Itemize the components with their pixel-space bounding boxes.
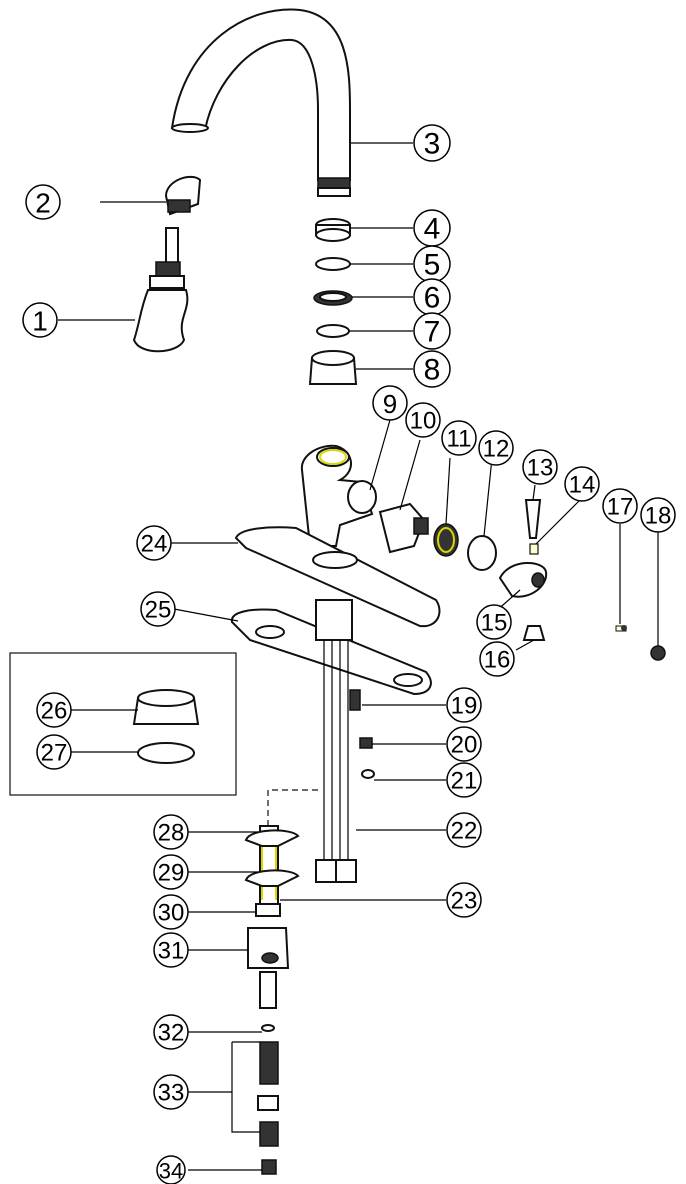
callout-13: 13 [522, 449, 558, 485]
callout-8: 8 [413, 350, 451, 388]
callout-26: 26 [36, 692, 72, 728]
svg-text:4: 4 [424, 213, 441, 246]
svg-text:18: 18 [645, 503, 672, 530]
svg-text:15: 15 [481, 610, 508, 637]
svg-text:12: 12 [483, 436, 510, 463]
callout-27: 27 [36, 734, 72, 770]
callout-16: 16 [479, 641, 515, 677]
callout-28: 28 [153, 814, 189, 850]
callout-6: 6 [413, 278, 451, 316]
svg-text:13: 13 [527, 455, 554, 482]
hose-connector-assembly [257, 1024, 279, 1175]
svg-text:19: 19 [451, 693, 478, 720]
inset-box [9, 652, 237, 796]
part-9-faucet-body [300, 444, 377, 547]
part-10-cartridge [378, 502, 429, 554]
svg-text:16: 16 [484, 647, 511, 674]
callout-5: 5 [413, 245, 451, 283]
part-21-clip [361, 769, 375, 779]
callout-25: 25 [140, 591, 176, 627]
svg-text:26: 26 [41, 698, 68, 725]
leader-lines [58, 142, 659, 1171]
svg-text:20: 20 [451, 732, 478, 759]
part-6-washer [313, 290, 353, 306]
callout-33: 33 [153, 1074, 189, 1110]
svg-text:17: 17 [607, 494, 634, 521]
mounting-hardware [244, 789, 322, 1009]
svg-text:6: 6 [424, 282, 441, 315]
part-18-plug [650, 645, 666, 661]
svg-text:33: 33 [158, 1080, 185, 1107]
callout-20: 20 [446, 726, 482, 762]
callout-2: 2 [25, 184, 61, 220]
svg-text:1: 1 [32, 306, 48, 337]
svg-text:22: 22 [451, 818, 478, 845]
part-7-seal [316, 324, 350, 338]
callout-34: 34 [156, 1155, 186, 1184]
part-1-spray-wand [132, 227, 189, 353]
callout-1: 1 [22, 302, 58, 338]
callout-30: 30 [153, 894, 189, 930]
callout-14: 14 [564, 466, 600, 502]
callout-21: 21 [446, 762, 482, 798]
part-12-cap [467, 535, 497, 571]
part-11-bonnet-nut [433, 523, 459, 557]
callout-32: 32 [153, 1014, 189, 1050]
callout-9: 9 [372, 385, 408, 421]
svg-text:10: 10 [410, 408, 437, 435]
svg-text:3: 3 [424, 128, 441, 161]
part-3-spout [170, 8, 351, 197]
callout-29: 29 [153, 854, 189, 890]
callout-7: 7 [413, 312, 451, 350]
part-4-split-ring [315, 218, 351, 242]
svg-text:9: 9 [383, 389, 397, 419]
svg-text:8: 8 [424, 354, 441, 387]
svg-text:2: 2 [35, 188, 51, 219]
svg-text:30: 30 [158, 900, 185, 927]
part-17-screw [615, 625, 627, 632]
callout-3: 3 [413, 124, 451, 162]
callout-17: 17 [602, 488, 638, 524]
svg-text:5: 5 [424, 249, 441, 282]
svg-text:32: 32 [158, 1020, 185, 1047]
callout-12: 12 [478, 430, 514, 466]
part-13-lever [524, 499, 542, 539]
svg-text:28: 28 [158, 820, 185, 847]
part-27-gasket-ring [137, 742, 195, 764]
part-14-pin [529, 543, 539, 555]
svg-text:31: 31 [158, 938, 185, 965]
part-20-fitting [359, 737, 373, 749]
callout-31: 31 [153, 932, 189, 968]
part-5-o-ring [315, 257, 351, 271]
svg-text:24: 24 [141, 531, 168, 558]
svg-text:7: 7 [424, 316, 441, 349]
callout-15: 15 [476, 604, 512, 640]
part-24-deck-plate [234, 526, 441, 628]
callout-4: 4 [413, 209, 451, 247]
callout-11: 11 [441, 420, 477, 456]
svg-text:29: 29 [158, 860, 185, 887]
callout-22: 22 [446, 812, 482, 848]
part-8-nut [308, 350, 358, 385]
svg-text:23: 23 [451, 888, 478, 915]
callout-24: 24 [136, 525, 172, 561]
part-2-spray-head-cap [164, 175, 202, 216]
svg-text:34: 34 [159, 1159, 183, 1184]
part-26-ring [132, 689, 200, 725]
svg-text:11: 11 [447, 426, 472, 453]
part-15-handle-hub [498, 561, 548, 598]
svg-text:27: 27 [41, 740, 68, 767]
callout-19: 19 [446, 687, 482, 723]
callout-18: 18 [640, 497, 676, 533]
callout-23: 23 [446, 882, 482, 918]
svg-text:21: 21 [451, 768, 478, 795]
callout-10: 10 [405, 402, 441, 438]
svg-text:14: 14 [569, 472, 596, 499]
svg-text:25: 25 [145, 597, 172, 624]
shank-and-supply-lines [315, 599, 361, 883]
part-16-button-cap [522, 625, 546, 641]
